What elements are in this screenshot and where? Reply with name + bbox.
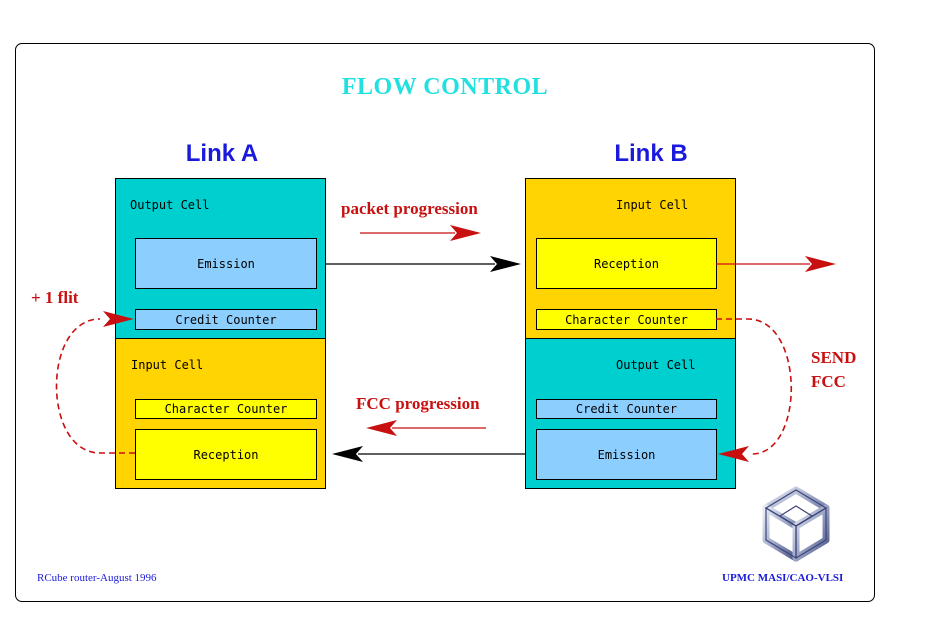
footer-right: UPMC MASI/CAO-VLSI [722,572,844,584]
packet-progression-arrow [360,225,481,241]
slide-frame [15,43,875,602]
hypercube-logo-icon [762,486,830,562]
fcc-link-arrow-b-to-a [332,446,525,462]
link-a-node: Output Cell Emission Credit Counter Inpu… [115,178,326,489]
link-a-credit-counter: Credit Counter [135,309,317,330]
plus-one-flit-label: + 1 flit [31,288,79,307]
link-a-output-cell-label: Output Cell [130,198,210,212]
send-fcc-label-line2: FCC [811,372,846,391]
slide-title: FLOW CONTROL [341,74,549,100]
link-b-credit-counter: Credit Counter [536,399,717,419]
data-link-arrow-a-to-b [326,256,521,272]
footer-left: RCube router-August 1996 [37,572,157,584]
link-a-title: Link A [185,140,259,167]
packet-progression-label: packet progression [341,199,478,218]
link-b-emission-box: Emission [536,429,717,480]
link-a-emission-box: Emission [135,238,317,289]
link-b-title: Link B [614,140,688,167]
plus-one-flit-loop [55,311,135,454]
link-a-reception-box: Reception [135,429,317,480]
link-b-character-counter: Character Counter [536,309,717,330]
link-b-input-cell: Input Cell Reception Character Counter [525,178,736,339]
fcc-progression-arrow [366,420,486,436]
send-fcc-loop [716,318,793,462]
link-a-input-cell-label: Input Cell [131,358,204,372]
link-b-output-cell-label: Output Cell [616,358,696,372]
link-b-output-cell: Output Cell Credit Counter Emission [525,338,736,489]
fcc-progression-label: FCC progression [356,394,480,413]
link-b-input-cell-label: Input Cell [616,198,689,212]
link-b-node: Input Cell Reception Character Counter O… [525,178,736,489]
link-a-character-counter: Character Counter [135,399,317,419]
send-fcc-label-line1: SEND [811,348,857,367]
link-b-reception-box: Reception [536,238,717,289]
link-a-input-cell: Input Cell Character Counter Reception [115,338,326,489]
link-a-output-cell: Output Cell Emission Credit Counter [115,178,326,339]
outgoing-packet-arrow [716,256,836,272]
